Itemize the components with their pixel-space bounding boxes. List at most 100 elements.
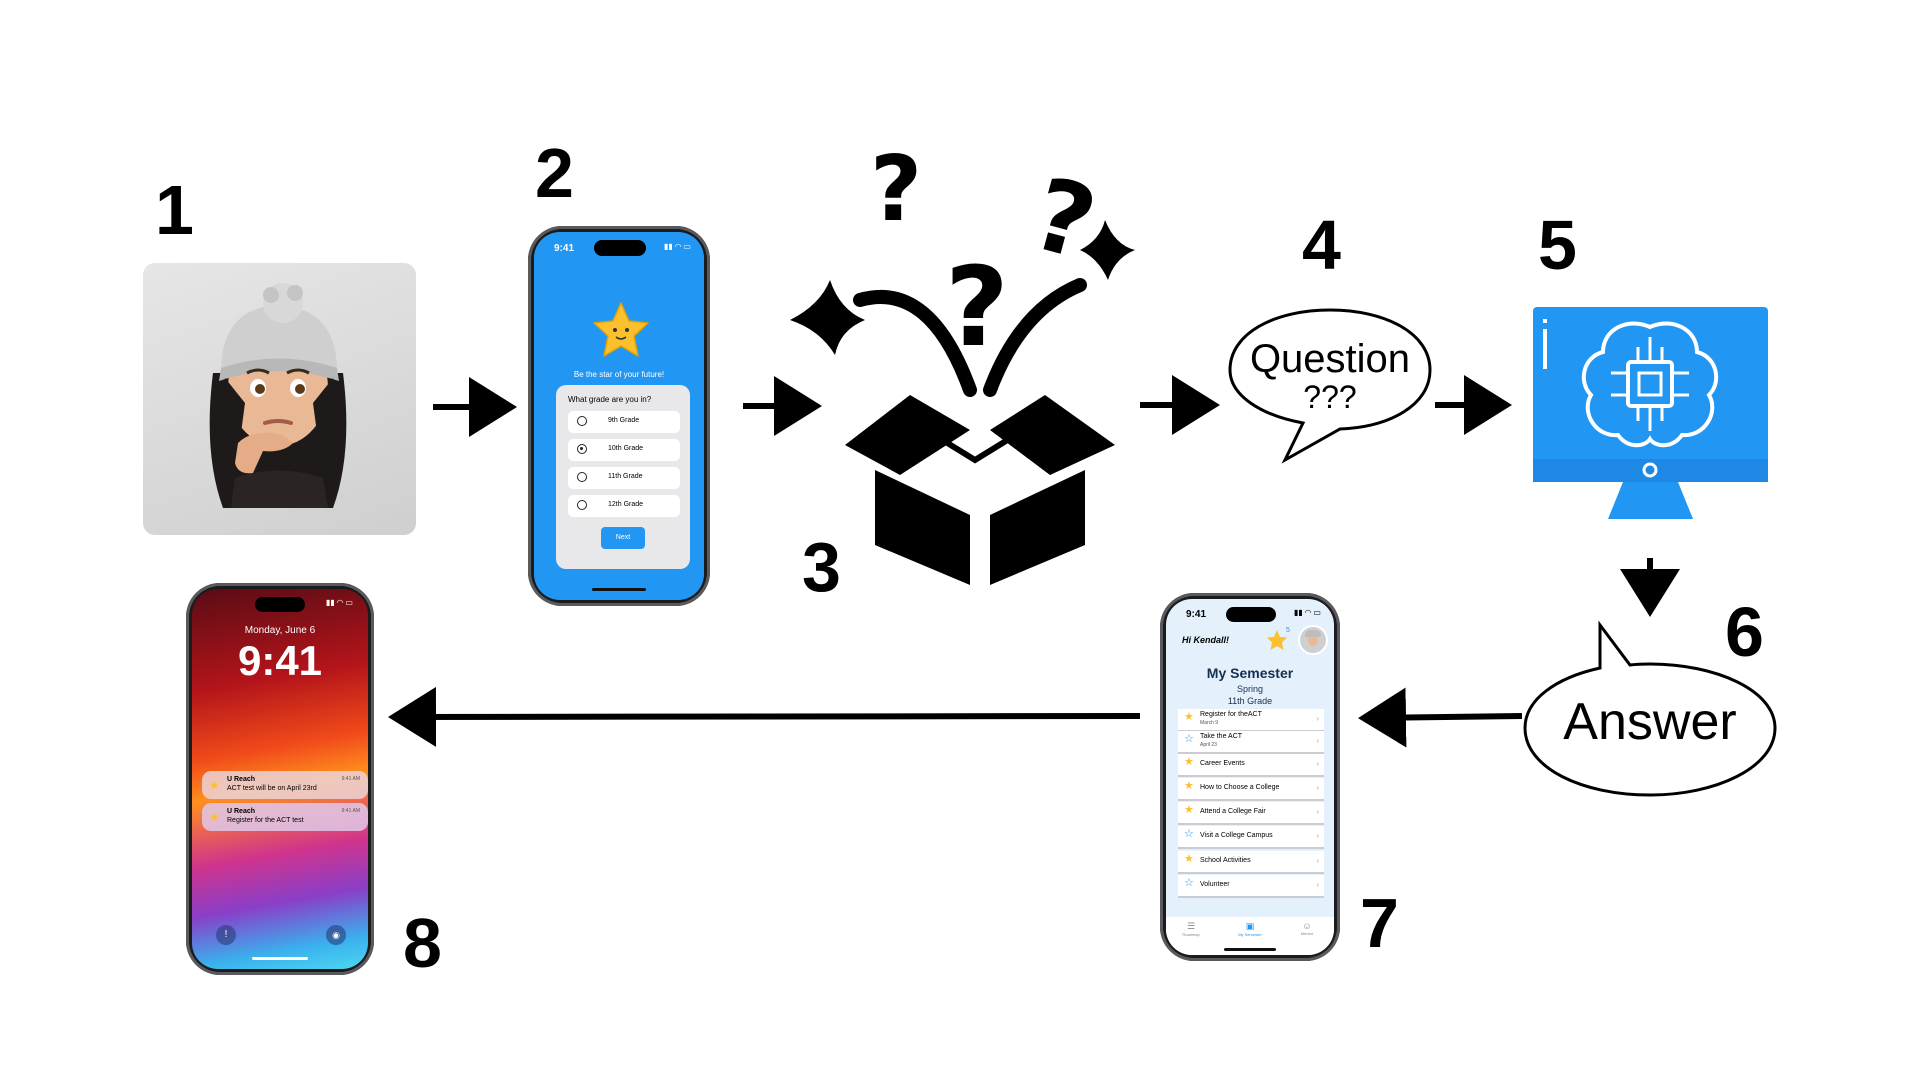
status-icons: ▮▮ ◠ ▭ <box>1294 608 1321 617</box>
list-item[interactable]: ★ How to Choose a College › <box>1178 778 1324 801</box>
notification-message: ACT test will be on April 23rd <box>227 785 317 792</box>
lock-screen: ▮▮ ◠ ▭ Monday, June 6 9:41 ★ U Reach ACT… <box>192 589 368 969</box>
list-item[interactable]: ☆Volunteer› <box>1178 875 1324 898</box>
grade-option[interactable]: 9th Grade <box>568 411 680 433</box>
next-button[interactable]: Next <box>601 527 645 549</box>
arrow-6-to-7 <box>1358 687 1523 748</box>
star-count: 5 <box>1286 627 1290 634</box>
radio-button[interactable] <box>577 500 587 510</box>
list-item-label: How to Choose a College <box>1200 784 1280 791</box>
status-time: 9:41 <box>1186 609 1207 620</box>
status-icons: ▮▮ ◠ ▭ <box>664 242 691 251</box>
dynamic-island <box>594 240 646 256</box>
notification-time: 9:41 AM <box>341 808 360 814</box>
avatar[interactable] <box>1298 625 1328 655</box>
list-item-label: Career Events <box>1200 760 1245 767</box>
step-number-3: 3 <box>802 528 841 606</box>
lock-time: 9:41 <box>237 637 323 684</box>
camera-icon[interactable]: ◉ <box>326 925 346 945</box>
tab-roadmap[interactable]: ☰ Roadmap <box>1176 921 1206 937</box>
tab-my-semester[interactable]: ▣ My Semester <box>1228 921 1272 937</box>
answer-text: Answer <box>1563 693 1737 751</box>
radio-button[interactable] <box>577 416 587 426</box>
lock-date: Monday, June 6 <box>244 625 316 636</box>
roadmap-icon: ☰ <box>1186 921 1196 931</box>
notification-message: Register for the ACT test <box>227 817 304 824</box>
season-label: Spring <box>1236 684 1263 694</box>
semester-screen: 9:41 ▮▮ ◠ ▭ Hi Kendall! 5 My Semester Sp… <box>1166 599 1334 955</box>
question-text-line-1: Question <box>1249 337 1411 381</box>
avatar-memoji <box>209 283 347 508</box>
list-item[interactable]: ★ School Activities › <box>1178 851 1324 874</box>
dynamic-island <box>1226 607 1276 622</box>
svg-text:?: ? <box>870 137 922 242</box>
step-number-8: 8 <box>403 904 442 982</box>
tab-label: My Semester <box>1238 932 1262 937</box>
chevron-right-icon: › <box>1316 783 1319 792</box>
star-icon: ★ <box>209 778 220 792</box>
semester-icon: ▣ <box>1245 921 1255 931</box>
tab-label: Mentor <box>1300 931 1314 936</box>
radio-button[interactable] <box>577 472 587 482</box>
avatar-tile <box>143 263 416 535</box>
notification-time: 9:41 AM <box>341 776 360 782</box>
star-filled-icon: ★ <box>1184 853 1194 865</box>
step-number-7: 7 <box>1360 884 1399 962</box>
tagline: Be the star of your future! <box>573 370 665 379</box>
step-number-1: 1 <box>155 171 194 249</box>
notification-app: U Reach <box>227 808 256 815</box>
question-mark-icon: ? ? ? <box>870 137 1107 371</box>
grade-option-label: 9th Grade <box>608 417 640 424</box>
flashlight-icon[interactable]: ǃ <box>216 925 236 945</box>
grade-option[interactable]: 12th Grade <box>568 495 680 517</box>
tab-mentor[interactable]: ☺ Mentor <box>1292 921 1322 936</box>
page-title: My Semester <box>1206 665 1294 681</box>
notification[interactable]: ★ U Reach ACT test will be on April 23rd… <box>202 771 368 799</box>
arrow-7-to-8 <box>388 686 1141 747</box>
mentor-icon: ☺ <box>1302 921 1312 931</box>
chevron-right-icon: › <box>1316 807 1319 816</box>
chevron-right-icon: › <box>1316 880 1319 889</box>
status-icons: ▮▮ ◠ ▭ <box>326 598 353 607</box>
chevron-right-icon: › <box>1316 856 1319 865</box>
grade-option-label: 10th Grade <box>608 445 644 452</box>
star-outline-icon: ☆ <box>1184 733 1194 745</box>
star-icon <box>591 300 651 360</box>
grade-option[interactable]: 11th Grade <box>568 467 680 489</box>
step-number-2: 2 <box>535 134 574 212</box>
list-item[interactable]: ★Attend a College Fair› <box>1178 802 1324 825</box>
notification[interactable]: ★ U Reach Register for the ACT test 9:41… <box>202 803 368 831</box>
home-indicator <box>252 957 308 960</box>
grade-option[interactable]: 10th Grade <box>568 439 680 461</box>
list-item[interactable]: ☆ Visit a College Campus › <box>1178 826 1324 849</box>
radio-button-selected[interactable] <box>577 444 587 454</box>
open-box-icon: ? ? ? <box>790 137 1135 585</box>
status-time: 9:41 <box>554 243 575 254</box>
list-item-label: Visit a College Campus <box>1200 832 1273 839</box>
speech-bubble-icon <box>1228 308 1432 464</box>
list-item-label: School Activities <box>1200 857 1251 864</box>
star-icon: ★ <box>209 810 220 824</box>
chevron-right-icon: › <box>1316 831 1319 840</box>
greeting: Hi Kendall! <box>1182 635 1230 645</box>
chevron-right-icon: › <box>1316 714 1319 723</box>
step-number-5: 5 <box>1538 206 1577 284</box>
svg-text:?: ? <box>1021 155 1107 283</box>
star-outline-icon: ☆ <box>1184 828 1194 840</box>
home-indicator <box>592 588 646 591</box>
grade-option-label: 12th Grade <box>608 501 644 508</box>
star-filled-icon: ★ <box>1184 780 1194 792</box>
quiz-screen: 9:41 ▮▮ ◠ ▭ Be the star of your future! … <box>534 232 704 600</box>
list-item-label: Take the ACT <box>1200 733 1243 740</box>
star-outline-icon: ☆ <box>1184 877 1194 889</box>
quiz-question: What grade are you in? <box>568 395 652 404</box>
list-item-date: March 9 <box>1200 720 1219 726</box>
lockscreen-phone: ▮▮ ◠ ▭ Monday, June 6 9:41 ★ U Reach ACT… <box>186 583 374 975</box>
list-item-date: April 23 <box>1200 742 1217 748</box>
star-filled-icon: ★ <box>1184 711 1194 723</box>
list-item[interactable]: ★Career Events› <box>1178 754 1324 777</box>
list-item[interactable]: ★ Register for theACT March 9 › <box>1178 709 1324 732</box>
list-item-label: Register for theACT <box>1200 711 1262 718</box>
